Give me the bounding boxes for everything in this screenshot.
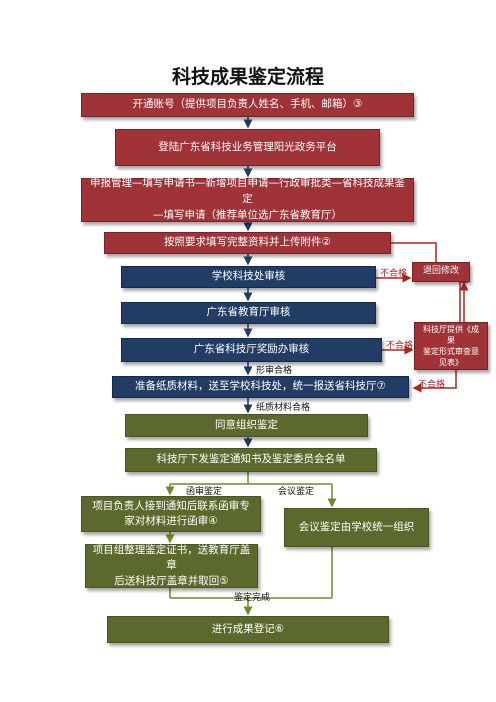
paper-pass-label: 纸质材料合格 [256,403,311,413]
step-login-platform: 登陆广东省科技业务管理阳光政务平台 [115,129,380,166]
step-fill-application: 申报管理—填写申请书—新增项目申请—行政审批类—省科技成果鉴定 —填写申请（推荐… [81,177,414,222]
step-letter-review-line2: 家对材料进行函审④ [124,515,218,527]
step-upload-attachments-label: 按照要求填写完整资料并上传附件② [164,236,331,249]
formal-check-line3: 见表》 [439,358,463,368]
step-agree-appraisal: 同意组织鉴定 [125,414,368,437]
step-issue-notice: 科技厅下发鉴定通知书及鉴定委员会名单 [125,448,377,472]
step-letter-review: 项目负责人接到通知后联系函审专 家对材料进行函审④ [81,496,261,532]
step-certificate: 项目组整理鉴定证书，送教育厅盖章 后送科技厅盖章并取回⑤ [85,544,258,588]
step-open-account: 开通账号（提供项目负责人姓名、手机、邮箱）③ [81,93,414,117]
step-education-dept-review: 广东省教育厅审核 [121,302,376,324]
step-school-review-label: 学校科技处审核 [211,270,286,283]
step-open-account-label: 开通账号（提供项目负责人姓名、手机、邮箱）③ [132,98,363,111]
reject-label-school: 不合格 [380,269,408,279]
step-fill-application-line2: —填写申请（推荐单位选广东省教育厅） [153,208,342,221]
step-education-dept-review-label: 广东省教育厅审核 [206,306,291,319]
step-agree-appraisal-label: 同意组织鉴定 [215,418,278,431]
reject-label-sci-tech: 不合格 [386,341,414,351]
step-letter-review-line1: 项目负责人接到通知后联系函审专 [92,499,250,512]
formal-check-line1: 科技厅提供《成果 [423,324,479,345]
step-fill-application-line1: 申报管理—填写申请书—新增项目申请—行政审批类—省科技成果鉴定 [90,177,405,206]
return-modify-box: 退回修改 [412,262,470,282]
reject-label-paper: 不合格 [418,380,446,390]
formal-pass-label: 形审合格 [256,366,293,376]
step-meeting-review: 会议鉴定由学校统一组织 [284,508,429,547]
step-sci-tech-dept-review: 广东省科技厅奖励办审核 [121,338,382,362]
step-register-result: 进行成果登记⑥ [107,616,389,643]
meeting-review-label: 会议鉴定 [278,487,315,497]
step-sci-tech-dept-review-label: 广东省科技厅奖励办审核 [193,343,310,356]
page-title: 科技成果鉴定流程 [171,66,324,88]
formal-check-box: 科技厅提供《成果 鉴定形式审查意 见表》 [414,322,488,370]
step-meeting-review-label: 会议鉴定由学校统一组织 [298,520,415,533]
step-certificate-line1: 项目组整理鉴定证书，送教育厅盖章 [92,544,251,572]
letter-review-label: 函审鉴定 [186,487,223,497]
step-paper-materials: 准备纸质材料，送至学校科技处，统一报送省科技厅⑦ [112,376,409,398]
step-issue-notice-label: 科技厅下发鉴定通知书及鉴定委员会名单 [156,453,346,466]
return-modify-label: 退回修改 [422,266,459,277]
step-school-review: 学校科技处审核 [121,266,376,288]
step-certificate-line2: 后送科技厅盖章并取回⑤ [114,574,229,587]
appraisal-done-label: 鉴定完成 [234,593,271,603]
step-paper-materials-label: 准备纸质材料，送至学校科技处，统一报送省科技厅⑦ [135,380,386,393]
step-upload-attachments: 按照要求填写完整资料并上传附件② [104,232,391,254]
step-register-result-label: 进行成果登记⑥ [211,622,285,635]
step-login-platform-label: 登陆广东省科技业务管理阳光政务平台 [158,140,337,153]
formal-check-line2: 鉴定形式审查意 [423,347,479,356]
